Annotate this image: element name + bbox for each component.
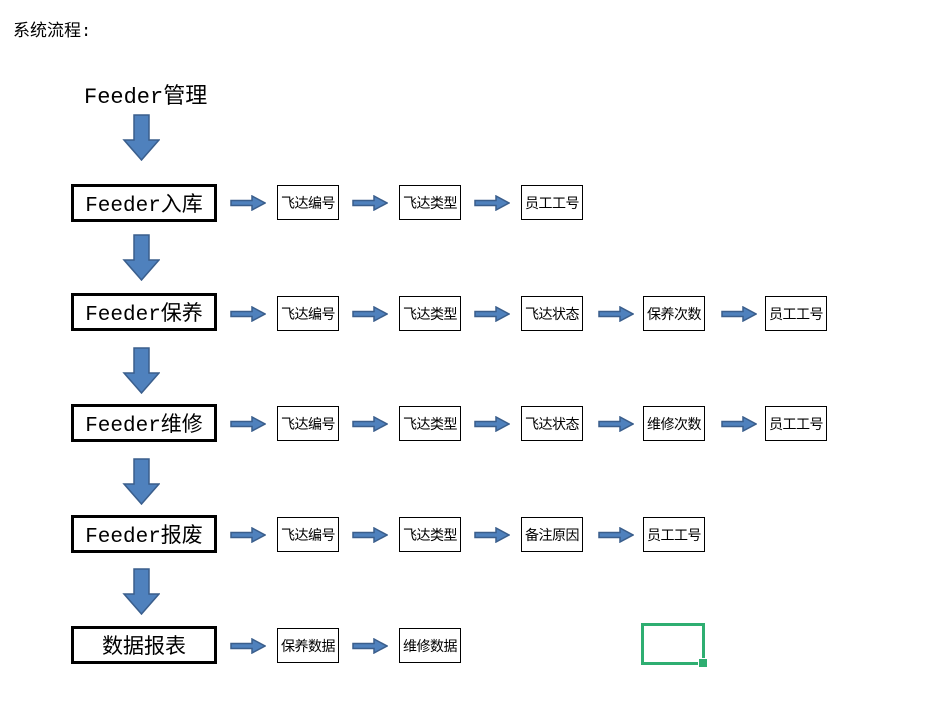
down-arrow-icon — [122, 234, 160, 281]
fill-handle[interactable] — [698, 658, 708, 668]
field-box: 维修次数 — [643, 406, 705, 441]
field-box: 保养数据 — [277, 628, 339, 663]
stage-box-feeder-inbound: Feeder入库 — [71, 184, 217, 222]
right-arrow-icon — [474, 195, 510, 211]
stage-box-feeder-maintenance: Feeder保养 — [71, 293, 217, 331]
down-arrow-icon — [122, 458, 160, 505]
field-box: 飞达状态 — [521, 296, 583, 331]
field-box: 维修数据 — [399, 628, 461, 663]
field-box: 飞达类型 — [399, 185, 461, 220]
right-arrow-icon — [352, 306, 388, 322]
field-box: 飞达类型 — [399, 406, 461, 441]
stage-box-feeder-scrap: Feeder报废 — [71, 515, 217, 553]
field-box: 飞达编号 — [277, 185, 339, 220]
right-arrow-icon — [230, 527, 266, 543]
down-arrow-icon — [122, 114, 160, 161]
selected-cell[interactable] — [641, 623, 708, 668]
down-arrow-icon — [122, 568, 160, 615]
field-box: 飞达编号 — [277, 517, 339, 552]
root-node-label: Feeder管理 — [84, 85, 208, 110]
field-box: 飞达编号 — [277, 296, 339, 331]
right-arrow-icon — [352, 416, 388, 432]
right-arrow-icon — [230, 306, 266, 322]
right-arrow-icon — [230, 416, 266, 432]
right-arrow-icon — [598, 416, 634, 432]
field-box: 员工工号 — [765, 296, 827, 331]
right-arrow-icon — [474, 527, 510, 543]
field-box: 备注原因 — [521, 517, 583, 552]
right-arrow-icon — [474, 416, 510, 432]
field-box: 飞达编号 — [277, 406, 339, 441]
right-arrow-icon — [230, 195, 266, 211]
right-arrow-icon — [352, 195, 388, 211]
page-title: 系统流程: — [13, 23, 92, 42]
field-box: 员工工号 — [521, 185, 583, 220]
field-box: 飞达状态 — [521, 406, 583, 441]
right-arrow-icon — [474, 306, 510, 322]
field-box: 飞达类型 — [399, 517, 461, 552]
right-arrow-icon — [721, 416, 757, 432]
right-arrow-icon — [352, 527, 388, 543]
stage-box-data-report: 数据报表 — [71, 626, 217, 664]
down-arrow-icon — [122, 347, 160, 394]
right-arrow-icon — [721, 306, 757, 322]
right-arrow-icon — [230, 638, 266, 654]
right-arrow-icon — [598, 527, 634, 543]
field-box: 员工工号 — [765, 406, 827, 441]
stage-box-feeder-repair: Feeder维修 — [71, 404, 217, 442]
right-arrow-icon — [352, 638, 388, 654]
field-box: 保养次数 — [643, 296, 705, 331]
right-arrow-icon — [598, 306, 634, 322]
field-box: 飞达类型 — [399, 296, 461, 331]
field-box: 员工工号 — [643, 517, 705, 552]
